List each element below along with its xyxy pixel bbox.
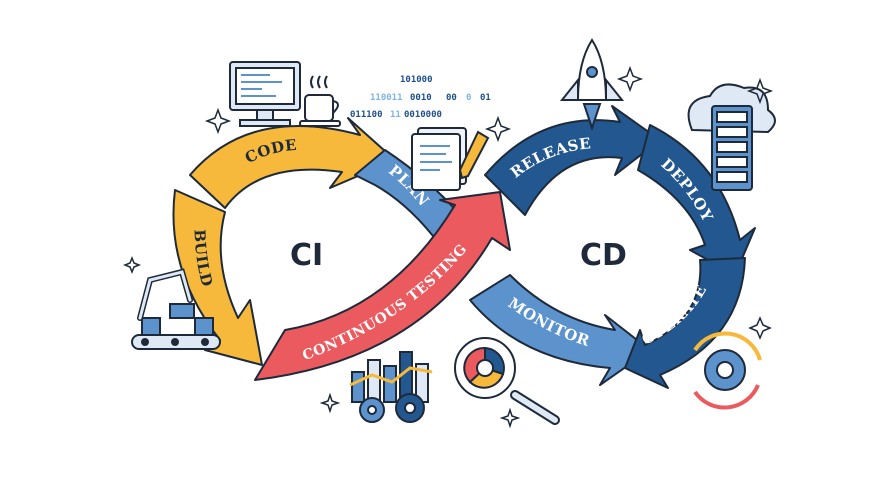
operate-segment — [624, 257, 746, 389]
bar-chart-icon — [349, 351, 433, 403]
svg-text:0010000: 0010000 — [404, 110, 442, 120]
build-segment — [172, 189, 263, 366]
cd-title: CD — [580, 238, 627, 273]
deploy-segment — [637, 124, 756, 276]
svg-text:0: 0 — [466, 93, 471, 103]
release-segment — [484, 105, 661, 216]
magnifier-icon — [454, 337, 560, 425]
sparkle-icons — [122, 65, 774, 429]
ci-title: CI — [290, 238, 323, 273]
svg-text:110011: 110011 — [370, 93, 403, 103]
rocket-icon — [559, 38, 625, 132]
code-segment — [189, 117, 396, 209]
coffee-cup-icon — [299, 75, 341, 127]
binary-code-text: 101000 110011 0010 00 0 01 011100 11 001… — [350, 75, 491, 120]
computer-icon — [229, 61, 301, 127]
svg-text:101000: 101000 — [400, 75, 433, 85]
cycle-gear-icon — [693, 331, 762, 410]
gear-icon — [359, 393, 425, 423]
svg-text:011100: 011100 — [350, 110, 383, 120]
svg-text:11: 11 — [390, 110, 401, 120]
server-icon — [711, 105, 753, 191]
svg-text:00: 00 — [446, 93, 457, 103]
pencil-icon — [458, 130, 490, 180]
continuous-testing-segment — [254, 191, 511, 381]
document-icon — [411, 127, 467, 191]
svg-text:0010: 0010 — [410, 93, 432, 103]
svg-text:01: 01 — [480, 93, 491, 103]
robot-arm-icon — [131, 268, 221, 350]
